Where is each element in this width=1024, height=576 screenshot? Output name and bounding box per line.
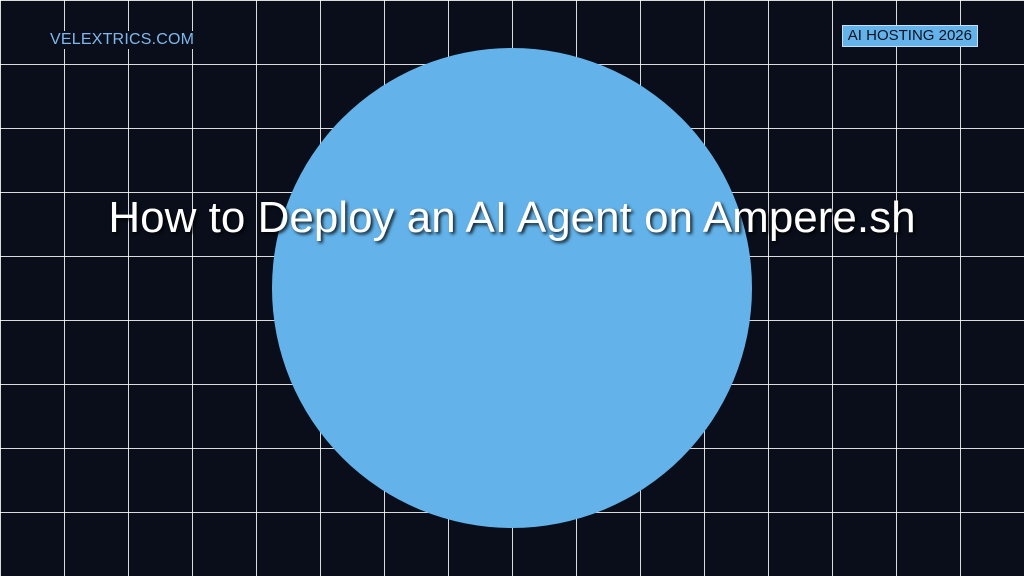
category-badge: AI HOSTING 2026 [841, 25, 978, 47]
decorative-circle [272, 48, 752, 528]
page-title: How to Deploy an AI Agent on Ampere.sh [108, 193, 916, 242]
site-brand-link[interactable]: VELEXTRICS.COM [48, 31, 197, 49]
